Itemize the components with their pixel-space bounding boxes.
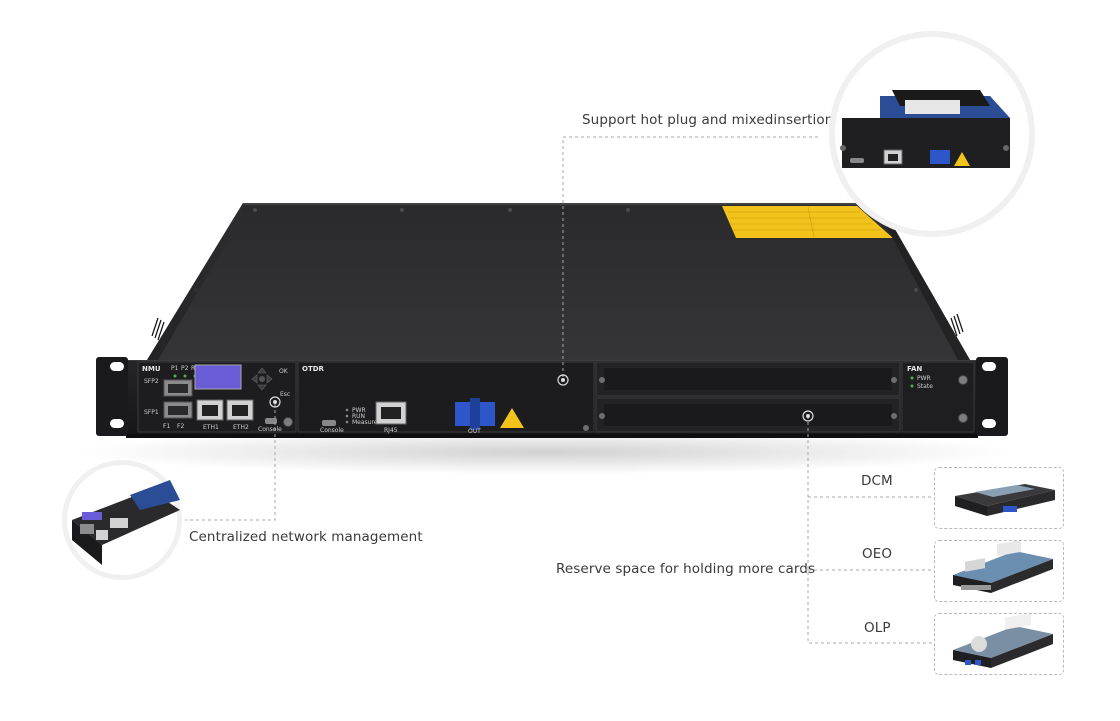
fan-module: [901, 361, 975, 433]
left-rack-ear: [96, 357, 128, 436]
otdr-module: [297, 361, 595, 433]
svg-text:State: State: [917, 383, 933, 390]
svg-text:Console: Console: [258, 426, 282, 433]
svg-text:Esc: Esc: [280, 391, 290, 398]
dcm-card-image: [955, 484, 1055, 516]
left-ear-hole-top: [110, 362, 124, 371]
nmu-screw: [283, 417, 293, 427]
svg-text:OUT: OUT: [468, 428, 481, 435]
right-ear-hole-bottom: [982, 419, 996, 428]
svg-text:PWR: PWR: [917, 375, 931, 382]
right-rack-ear: [976, 357, 1008, 436]
chassis-top: [147, 203, 970, 360]
card-label-oeo: OEO: [862, 546, 893, 562]
right-ear-hole-top: [982, 362, 996, 371]
svg-text:RJ45: RJ45: [384, 427, 398, 434]
reserve-space-callout: Reserve space for holding more cards: [556, 561, 816, 577]
navigation-keypad[interactable]: [251, 367, 273, 391]
olp-card-image: [953, 614, 1053, 668]
floor-shadow: [75, 430, 1015, 474]
svg-text:ETH1: ETH1: [203, 424, 219, 431]
svg-text:F1: F1: [163, 423, 170, 430]
hot-plug-callout: Support hot plug and mixedinsertion: [582, 112, 834, 128]
oeo-card-image: [953, 541, 1053, 593]
otdr-console-port[interactable]: [322, 420, 336, 426]
svg-text:FAN: FAN: [907, 365, 922, 373]
svg-text:F2: F2: [177, 423, 184, 430]
svg-text:OK: OK: [279, 368, 289, 375]
svg-text:OTDR: OTDR: [302, 365, 325, 373]
olp-card-box: [934, 613, 1064, 675]
svg-text:RUN: RUN: [352, 413, 365, 420]
svg-text:Console: Console: [320, 427, 344, 434]
hot-plug-inset: [829, 31, 1035, 237]
console-port[interactable]: [265, 418, 277, 424]
card-label-dcm: DCM: [861, 473, 893, 489]
otdr-screw: [583, 425, 589, 431]
nmu-inset: [62, 460, 182, 580]
svg-text:SFP2: SFP2: [144, 378, 159, 385]
leader-lines: [185, 136, 934, 644]
left-ear-hole-bottom: [110, 419, 124, 428]
svg-text:P1: P1: [171, 365, 179, 372]
svg-text:Measure: Measure: [352, 419, 378, 426]
lcd-display: [194, 364, 242, 390]
svg-text:PWR: PWR: [352, 407, 366, 414]
network-management-callout: Centralized network management: [189, 529, 423, 545]
oeo-card-box: [934, 540, 1064, 602]
laser-warning-icon: [500, 408, 524, 428]
nmu-label: NMU: [142, 365, 161, 373]
svg-text:ETH2: ETH2: [233, 424, 249, 431]
card-label-olp: OLP: [864, 620, 891, 636]
dcm-card-box: [934, 467, 1064, 529]
svg-text:SFP1: SFP1: [144, 409, 159, 416]
svg-text:P2: P2: [181, 365, 189, 372]
callout-markers: [269, 374, 814, 422]
